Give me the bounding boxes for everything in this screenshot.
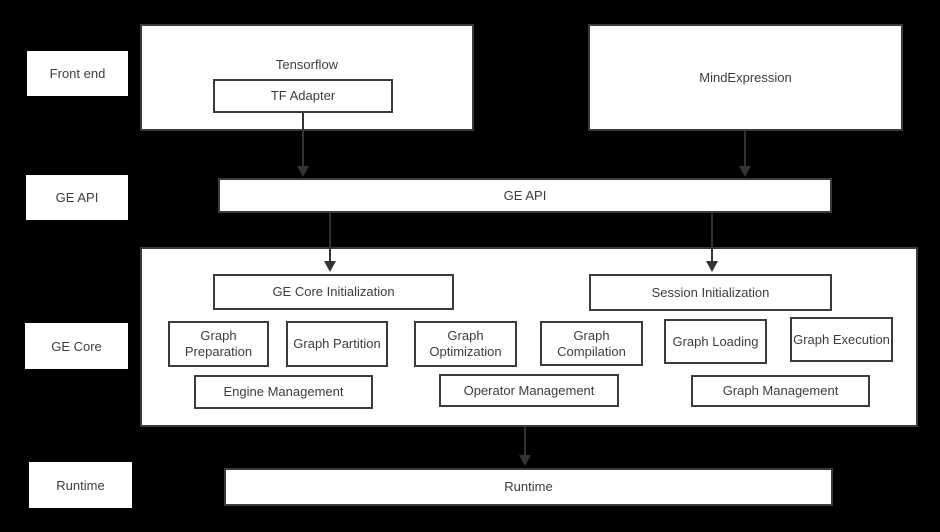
graph-optimization-box: Graph Optimization bbox=[414, 321, 517, 367]
layer-label-runtime: Runtime bbox=[29, 462, 132, 508]
tensorflow-box: Tensorflow bbox=[140, 24, 474, 131]
operator-management-box: Operator Management bbox=[439, 374, 619, 407]
tensorflow-label: Tensorflow bbox=[275, 57, 339, 72]
ge-api-bar: GE API bbox=[218, 178, 832, 213]
mindexpression-box: MindExpression bbox=[588, 24, 903, 131]
graph-management-box: Graph Management bbox=[691, 375, 870, 407]
arrow-ge-core-to-runtime bbox=[519, 427, 531, 466]
graph-partition-box: Graph Partition bbox=[286, 321, 388, 367]
session-initialization-box: Session Initialization bbox=[589, 274, 832, 311]
graph-preparation-box: Graph Preparation bbox=[168, 321, 269, 367]
arrow-ge-api-to-session-initialization bbox=[706, 213, 718, 272]
graph-execution-box: Graph Execution bbox=[790, 317, 893, 362]
runtime-bar: Runtime bbox=[224, 468, 833, 506]
layer-label-ge-api: GE API bbox=[26, 175, 128, 220]
graph-compilation-box: Graph Compilation bbox=[540, 321, 643, 366]
ge-core-initialization-box: GE Core Initialization bbox=[213, 274, 454, 310]
engine-management-box: Engine Management bbox=[194, 375, 373, 409]
arrow-tf-adapter-to-ge-api bbox=[297, 113, 309, 177]
arrow-ge-api-to-ge-core-initialization bbox=[324, 213, 336, 272]
graph-loading-box: Graph Loading bbox=[664, 319, 767, 364]
layer-label-ge-core: GE Core bbox=[25, 323, 128, 369]
arrow-mindexpression-to-ge-api bbox=[739, 131, 751, 177]
layer-label-front-end: Front end bbox=[27, 51, 128, 96]
tf-adapter-box: TF Adapter bbox=[213, 79, 393, 113]
